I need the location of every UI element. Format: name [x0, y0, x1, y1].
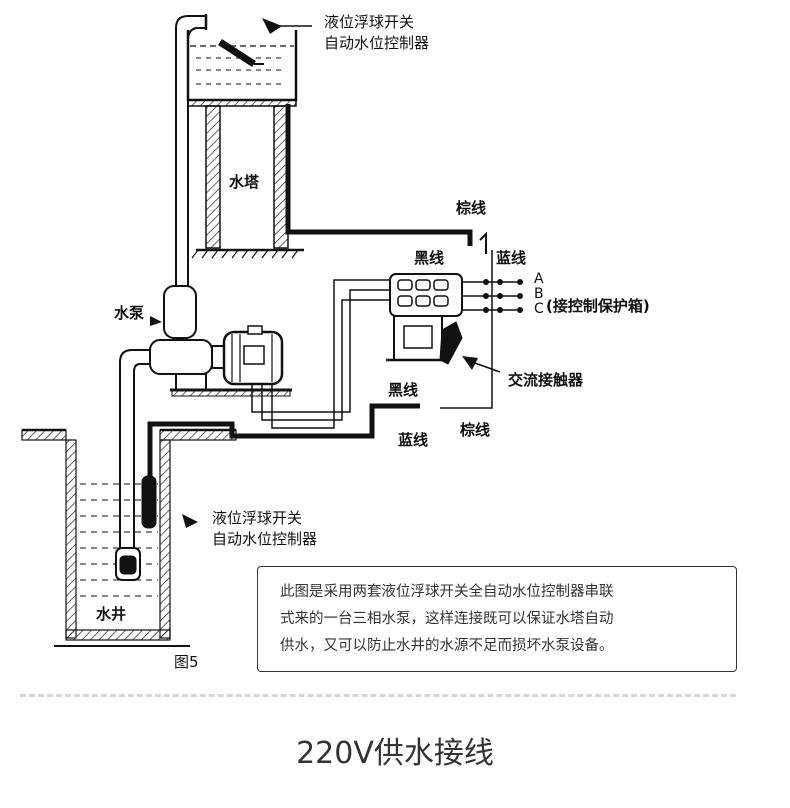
inlet-pipe — [119, 349, 150, 548]
dashed-divider — [20, 694, 736, 697]
label-figure: 图5 — [174, 653, 199, 671]
supply-pipe — [175, 14, 208, 290]
note-line-2: 式来的一台三相水泵，这样连接既可以保证水塔自动 — [280, 611, 614, 627]
label-brown-wire-bottom: 棕线 — [460, 421, 491, 439]
label-blue-wire-top: 蓝线 — [496, 249, 527, 267]
note-line-1: 此图是采用两套液位浮球开关全自动水位控制器串联 — [280, 584, 614, 600]
note-line-3: 供水，又可以防止水井的水源不足而损坏水泵设备。 — [280, 638, 614, 654]
ac-contactor — [386, 273, 463, 365]
label-float-bottom-line2: 自动水位控制器 — [212, 530, 318, 548]
label-terminal-b: B — [534, 286, 544, 302]
label-float-bottom-line1: 液位浮球开关 — [212, 509, 303, 527]
label-float-top-line2: 自动水位控制器 — [324, 34, 430, 52]
label-float-top-line1: 液位浮球开关 — [324, 13, 415, 31]
label-ac-contactor: 交流接触器 — [508, 371, 584, 389]
label-well: 水井 — [96, 605, 127, 623]
arrow-top-float — [262, 18, 312, 34]
label-terminal-c: C — [534, 301, 544, 317]
arrow-bottom-float — [182, 514, 198, 528]
water-well — [21, 428, 237, 647]
label-water-tower: 水塔 — [229, 173, 260, 191]
label-terminal-a: A — [534, 271, 544, 287]
label-pump: 水泵 — [114, 304, 145, 322]
footer-title: 220V供水接线 — [296, 736, 494, 771]
arrow-contactor — [462, 356, 501, 373]
description-note: 此图是采用两套液位浮球开关全自动水位控制器串联 式来的一台三相水泵，这样连接既可… — [257, 566, 737, 672]
label-black-wire-bottom: 黑线 — [388, 381, 419, 399]
label-brown-wire-top: 棕线 — [456, 199, 487, 217]
label-control-box: (接控制保护箱) — [546, 297, 650, 315]
pump-motor-group — [149, 285, 292, 397]
terminal-dots — [483, 279, 523, 313]
label-black-wire-top: 黑线 — [414, 249, 445, 267]
label-blue-wire-bottom: 蓝线 — [398, 431, 429, 449]
arrow-pump — [150, 316, 162, 326]
